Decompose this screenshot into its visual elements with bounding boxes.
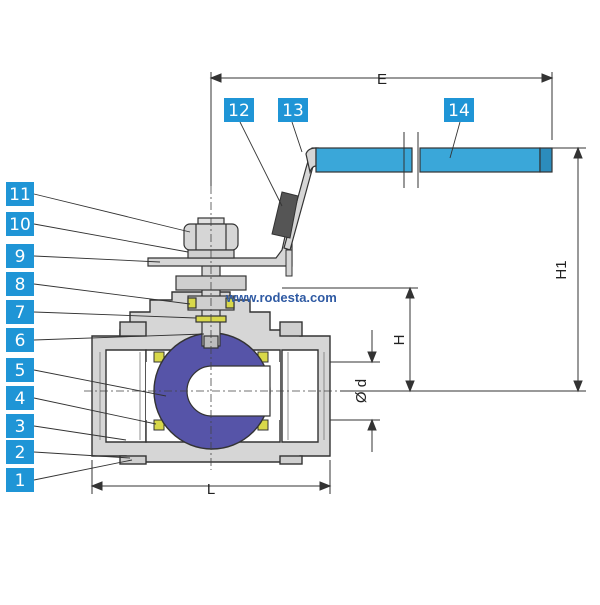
- dim-label-H1: H1: [553, 260, 570, 279]
- badge-13: 13: [278, 98, 308, 122]
- leader-lines: [33, 121, 461, 481]
- svg-text:1: 1: [15, 471, 26, 491]
- dimension-lines: [90, 72, 586, 494]
- badge-6: 6: [6, 328, 34, 352]
- handle-grip: [315, 147, 553, 173]
- seats: [153, 351, 269, 431]
- badge-11: 11: [6, 182, 34, 206]
- dim-label-d: Ø d: [353, 379, 370, 403]
- packing-right: [225, 297, 235, 309]
- svg-text:3: 3: [15, 417, 26, 437]
- badge-4: 4: [6, 386, 34, 410]
- svg-text:5: 5: [15, 361, 26, 381]
- svg-text:4: 4: [15, 389, 26, 409]
- svg-text:7: 7: [15, 303, 26, 323]
- handle-sleeve: [271, 191, 299, 239]
- badge-14: 14: [444, 98, 474, 122]
- break-marks: [403, 132, 419, 188]
- svg-text:12: 12: [228, 101, 250, 121]
- stop-tab: [285, 249, 293, 277]
- svg-text:10: 10: [9, 215, 31, 235]
- dim-label-E: E: [377, 71, 387, 88]
- left-thread: [99, 352, 141, 440]
- badge-9: 9: [6, 244, 34, 268]
- badge-1: 1: [6, 468, 34, 492]
- badge-5: 5: [6, 358, 34, 382]
- part-badges: 11 10 9 8 7 6 5 4: [6, 98, 474, 492]
- right-thread: [287, 352, 325, 440]
- badge-8: 8: [6, 272, 34, 296]
- svg-text:6: 6: [15, 331, 26, 351]
- svg-text:2: 2: [15, 443, 26, 463]
- badge-2: 2: [6, 440, 34, 464]
- watermark: www.rodesta.com: [225, 290, 337, 305]
- center-lines: [84, 186, 340, 470]
- badge-12: 12: [224, 98, 254, 122]
- svg-text:9: 9: [15, 247, 26, 267]
- dim-label-L: L: [207, 481, 215, 498]
- svg-text:14: 14: [448, 101, 470, 121]
- left-end-cap: [119, 321, 147, 337]
- svg-text:13: 13: [282, 101, 304, 121]
- right-end-cap: [279, 321, 303, 337]
- packing-left: [187, 297, 197, 309]
- right-end-cap-bottom: [279, 455, 303, 465]
- svg-text:11: 11: [9, 185, 31, 205]
- svg-text:8: 8: [15, 275, 26, 295]
- badge-3: 3: [6, 414, 34, 438]
- badge-7: 7: [6, 300, 34, 324]
- left-end-cap-bottom: [119, 455, 147, 465]
- badge-10: 10: [6, 212, 34, 236]
- dim-label-H: H: [391, 335, 408, 346]
